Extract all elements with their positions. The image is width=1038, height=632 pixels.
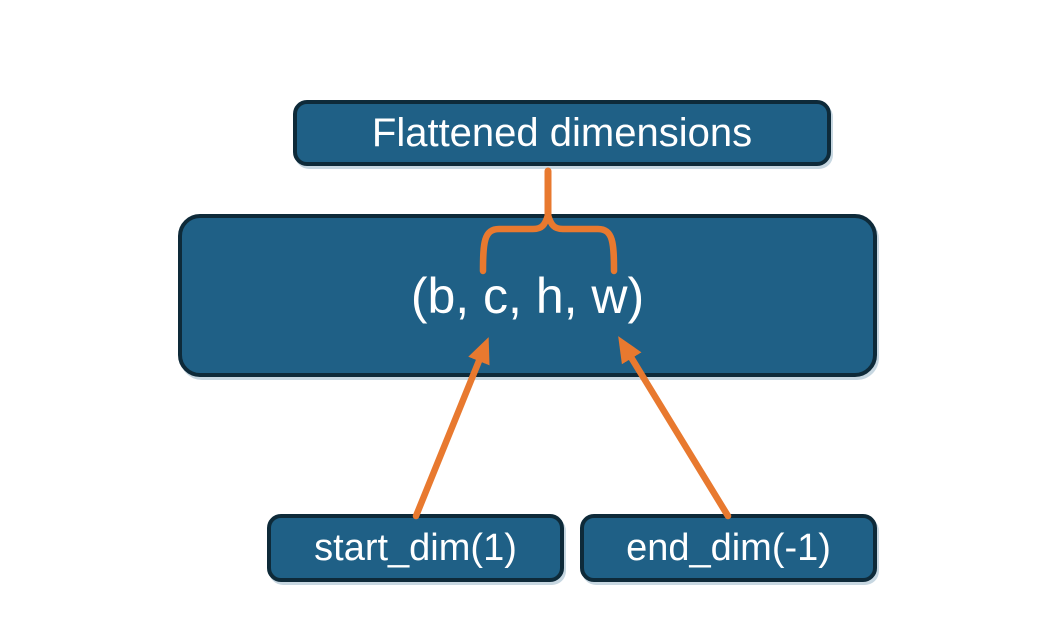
end-dim-box: end_dim(-1) <box>580 514 877 582</box>
start-dim-box: start_dim(1) <box>267 514 564 582</box>
tensor-shape-label: (b, c, h, w) <box>410 267 645 324</box>
tensor-shape-box: (b, c, h, w) <box>178 214 877 377</box>
flattened-dimensions-label: Flattened dimensions <box>371 110 753 155</box>
end-dim-label: end_dim(-1) <box>626 526 831 569</box>
start-dim-label: start_dim(1) <box>314 526 517 569</box>
flattened-dimensions-box: Flattened dimensions <box>293 100 831 166</box>
